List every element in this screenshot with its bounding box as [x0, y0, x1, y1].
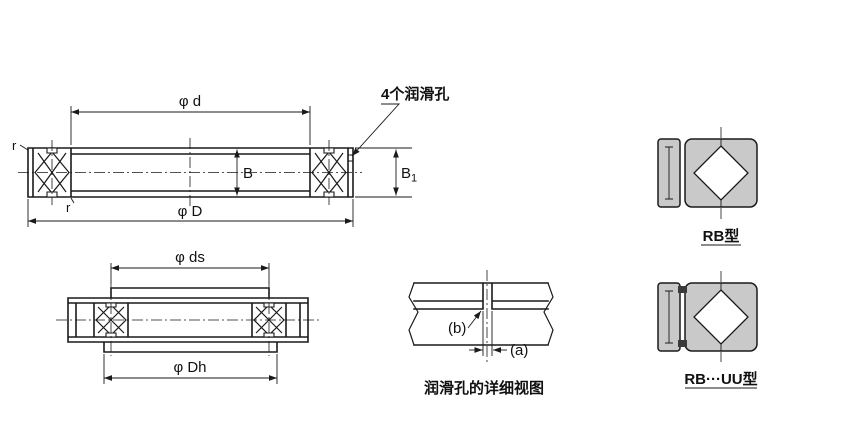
mounting-dimensions-view: φ ds φ Dh: [56, 249, 320, 384]
dim-housing-abutment-label: φ Dh: [173, 359, 206, 376]
dim-a-extension-lines: [482, 311, 493, 356]
detail-view-caption: 润滑孔的详细视图: [424, 379, 544, 397]
dim-width-b1-base: B: [401, 165, 411, 182]
lube-hole-detail-view: (b) (a) 润滑孔的详细视图: [408, 270, 554, 397]
break-lines: [408, 282, 554, 346]
dim-bore-label: φ d: [179, 93, 201, 110]
dim-width-b1-label: B1: [401, 165, 417, 185]
lube-holes-leader: [351, 103, 401, 157]
dim-b-label: (b): [448, 320, 466, 337]
rb-type-label: RB型: [703, 227, 740, 245]
rb-type-figure: RB型: [657, 127, 758, 246]
mounting-hole-line: [665, 146, 673, 200]
fillet-leader-bottom: [70, 197, 75, 204]
rb-uu-type-figure: RB···UU型: [657, 271, 758, 389]
fillet-label-bottom: r: [66, 200, 71, 215]
dim-outer-label: φ D: [178, 203, 203, 220]
mounting-hole-line: [665, 290, 673, 344]
ring-wall-section: [413, 282, 549, 346]
cage-notches: [105, 302, 275, 338]
centerlines: [18, 138, 362, 207]
dim-width-label: B: [243, 165, 253, 182]
seal-bottom: [678, 340, 687, 347]
dim-b-leader: [467, 310, 482, 329]
lube-holes-label: 4个润滑孔: [381, 85, 449, 103]
dim-width-b1-sub: 1: [411, 173, 417, 185]
cage-notches: [46, 147, 335, 198]
extension-lines: [103, 263, 278, 384]
fillet-leader-top: [19, 144, 29, 151]
rb-uu-type-label: RB···UU型: [684, 370, 757, 388]
dim-a-label: (a): [510, 342, 528, 359]
centerlines: [56, 284, 320, 356]
main-cross-section-view: 4个润滑孔 φ d φ D B B1 r r: [12, 85, 449, 227]
fillet-label-top: r: [12, 138, 17, 153]
extension-lines: [27, 106, 412, 227]
seal-top: [678, 286, 687, 293]
dim-shaft-abutment-label: φ ds: [175, 249, 205, 266]
